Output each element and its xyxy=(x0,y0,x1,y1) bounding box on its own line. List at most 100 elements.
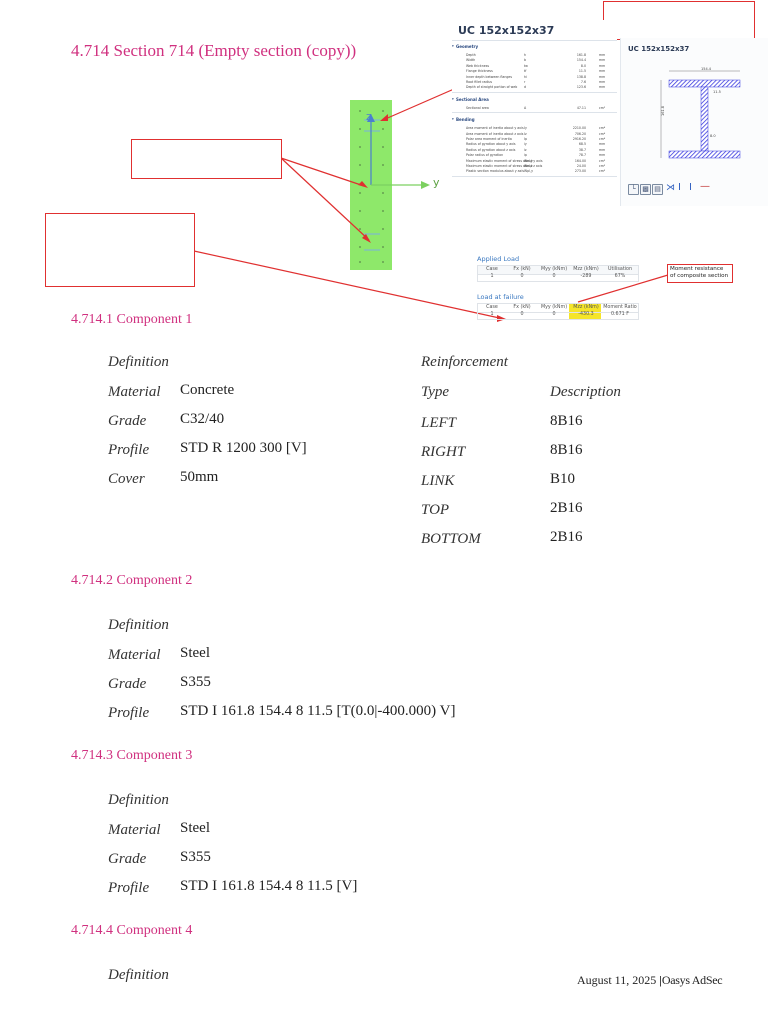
axis-y-label: y xyxy=(433,176,440,189)
uc-group-header[interactable]: Geometry xyxy=(456,44,479,49)
component3-profile-label: Profile xyxy=(108,880,150,896)
uc-prop-label: Radius of gyration about y axis xyxy=(466,142,516,147)
applied-load-header-cell: Mzz (kNm) xyxy=(573,267,599,273)
reinforcement-type-header: Type xyxy=(421,384,450,400)
reinforcement-type: BOTTOM xyxy=(421,531,481,547)
uc-prop-unit: mm xyxy=(599,85,606,90)
reinforcement-description: 8B16 xyxy=(550,413,583,429)
reinforcement-type: RIGHT xyxy=(421,444,466,460)
applied-load-cell: 0 xyxy=(552,274,556,280)
i-beam-web xyxy=(700,86,709,152)
uc-prop-symbol: ip xyxy=(524,153,527,158)
section-heading: 4.714 Section 714 (Empty section (copy)) xyxy=(71,41,357,60)
steel-sections xyxy=(364,119,380,251)
uc-prop-symbol: iz xyxy=(524,147,527,152)
dim-web: 8.0 xyxy=(710,134,716,138)
uc-prop-unit: mm xyxy=(599,63,606,68)
component2-heading: 4.714.2 Component 2 xyxy=(71,573,193,588)
uc-group-header[interactable]: Bending xyxy=(456,117,475,123)
moment-annotation: Moment resistance of composite section xyxy=(667,264,733,283)
reinforcement-type: TOP xyxy=(421,502,450,518)
uc-prop-value: 154.4 xyxy=(576,58,586,63)
component1-profile-label: Profile xyxy=(108,442,150,458)
uc-prop-label: Width xyxy=(466,58,476,63)
i-section-icon[interactable]: I xyxy=(678,182,681,193)
uc-prop-label: Web thickness xyxy=(466,63,490,68)
drawing-toolbar: └ ▩ ▤ ⋊ I I — xyxy=(626,181,764,196)
uc-drawing-panel: UC 152x152x37 154.4 161.8 8.0 11.5 └ ▩ ▤… xyxy=(620,38,768,206)
chevron-down-icon[interactable]: ▾ xyxy=(452,44,454,48)
dim-flange: 11.5 xyxy=(713,90,721,94)
uc-prop-value: 68.5 xyxy=(578,142,586,147)
uc-prop-label: Area moment of inertia about z axis xyxy=(466,131,524,136)
component2-material-label: Material xyxy=(108,647,161,663)
uc-prop-label: Depth xyxy=(466,53,476,57)
uc-prop-symbol: h xyxy=(524,53,527,57)
uc-prop-unit: cm³ xyxy=(599,169,606,174)
uc-prop-value: 164.00 xyxy=(574,158,586,163)
mzz-highlight xyxy=(569,303,601,319)
footer-separator: | xyxy=(659,973,662,987)
uc-prop-symbol: Wel,z xyxy=(524,164,533,168)
channel-icon[interactable]: ⋊ xyxy=(666,183,675,193)
component1-cover-label: Cover xyxy=(108,471,145,487)
uc-prop-value: 47.11 xyxy=(576,105,586,110)
uc-prop-symbol: Wel,y xyxy=(524,158,533,163)
uc-prop-label: Polar radius of gyration xyxy=(466,153,504,158)
load-failure-header-cell: Moment Ratio xyxy=(603,305,637,311)
i-beam-drawing xyxy=(660,70,741,159)
applied-load-header-cell: Case xyxy=(486,267,498,273)
axis-y-arrow xyxy=(421,181,430,189)
uc-prop-unit: mm xyxy=(599,58,606,63)
load-failure-title: Load at failure xyxy=(477,293,524,301)
uc-prop-label: Sectional area xyxy=(466,105,489,110)
export-icon[interactable]: ▤ xyxy=(652,184,663,195)
uc-prop-symbol: tf xyxy=(524,69,527,74)
annotation-text: Moment resistance of composite section xyxy=(670,266,729,279)
callout-box-middle xyxy=(131,139,282,179)
footer-product: Oasys AdSec xyxy=(661,973,723,987)
flat-section-icon[interactable]: — xyxy=(700,181,710,192)
i-section-alt-icon[interactable]: I xyxy=(689,182,692,193)
section-drawing xyxy=(193,23,669,322)
chevron-down-icon[interactable]: ▾ xyxy=(452,96,454,101)
uc-prop-value: 138.8 xyxy=(576,74,586,79)
uc-prop-symbol: Iy xyxy=(524,126,527,131)
uc-prop-label: Maximum elastic moment of stress about y… xyxy=(466,158,543,163)
uc-prop-value: 2210.00 xyxy=(572,126,586,131)
component2-profile-label: Profile xyxy=(108,705,150,721)
uc-prop-value: 24.00 xyxy=(576,164,586,168)
reinforcement-description: 2B16 xyxy=(550,500,583,516)
uc-prop-symbol: r xyxy=(524,80,526,84)
load-failure-cell: 0.671 F xyxy=(610,312,630,318)
uc-prop-unit: mm xyxy=(599,53,606,57)
uc-prop-unit: cm³ xyxy=(599,164,606,168)
component1-definition-label: Definition xyxy=(108,354,169,370)
uc-prop-label: Maximum elastic moment of stress about z… xyxy=(466,164,543,168)
uc-prop-unit: mm xyxy=(599,74,606,79)
uc-prop-value: 7.6 xyxy=(580,80,586,84)
applied-load-title: Applied Load xyxy=(477,255,520,263)
uc-title: UC 152x152x37 xyxy=(458,24,555,37)
component3-material: Steel xyxy=(180,820,210,836)
load-failure-header-cell: Mzz (kNm) xyxy=(573,305,599,311)
uc-prop-unit: cm⁴ xyxy=(599,131,606,136)
print-icon[interactable]: ▩ xyxy=(640,184,651,195)
component3-material-label: Material xyxy=(108,822,161,838)
dim-left: 161.8 xyxy=(661,105,665,116)
view-section-icon[interactable]: └ xyxy=(628,184,639,195)
component4-definition-label: Definition xyxy=(108,967,169,983)
uc-prop-symbol: d xyxy=(524,85,527,90)
reinforcement-description: B10 xyxy=(550,471,576,487)
uc-prop-value: 8.0 xyxy=(580,63,586,68)
component3-profile: STD I 161.8 154.4 8 11.5 [V] xyxy=(180,878,358,894)
uc-prop-unit: cm² xyxy=(599,105,606,110)
callout-box-bottom xyxy=(45,213,195,287)
uc-prop-symbol: iy xyxy=(524,142,527,147)
uc-prop-symbol: Wpl,y xyxy=(524,169,533,174)
uc-group-header[interactable]: Sectional Area xyxy=(456,96,489,102)
uc-prop-unit: mm xyxy=(599,80,606,84)
chevron-down-icon[interactable]: ▾ xyxy=(452,117,454,122)
